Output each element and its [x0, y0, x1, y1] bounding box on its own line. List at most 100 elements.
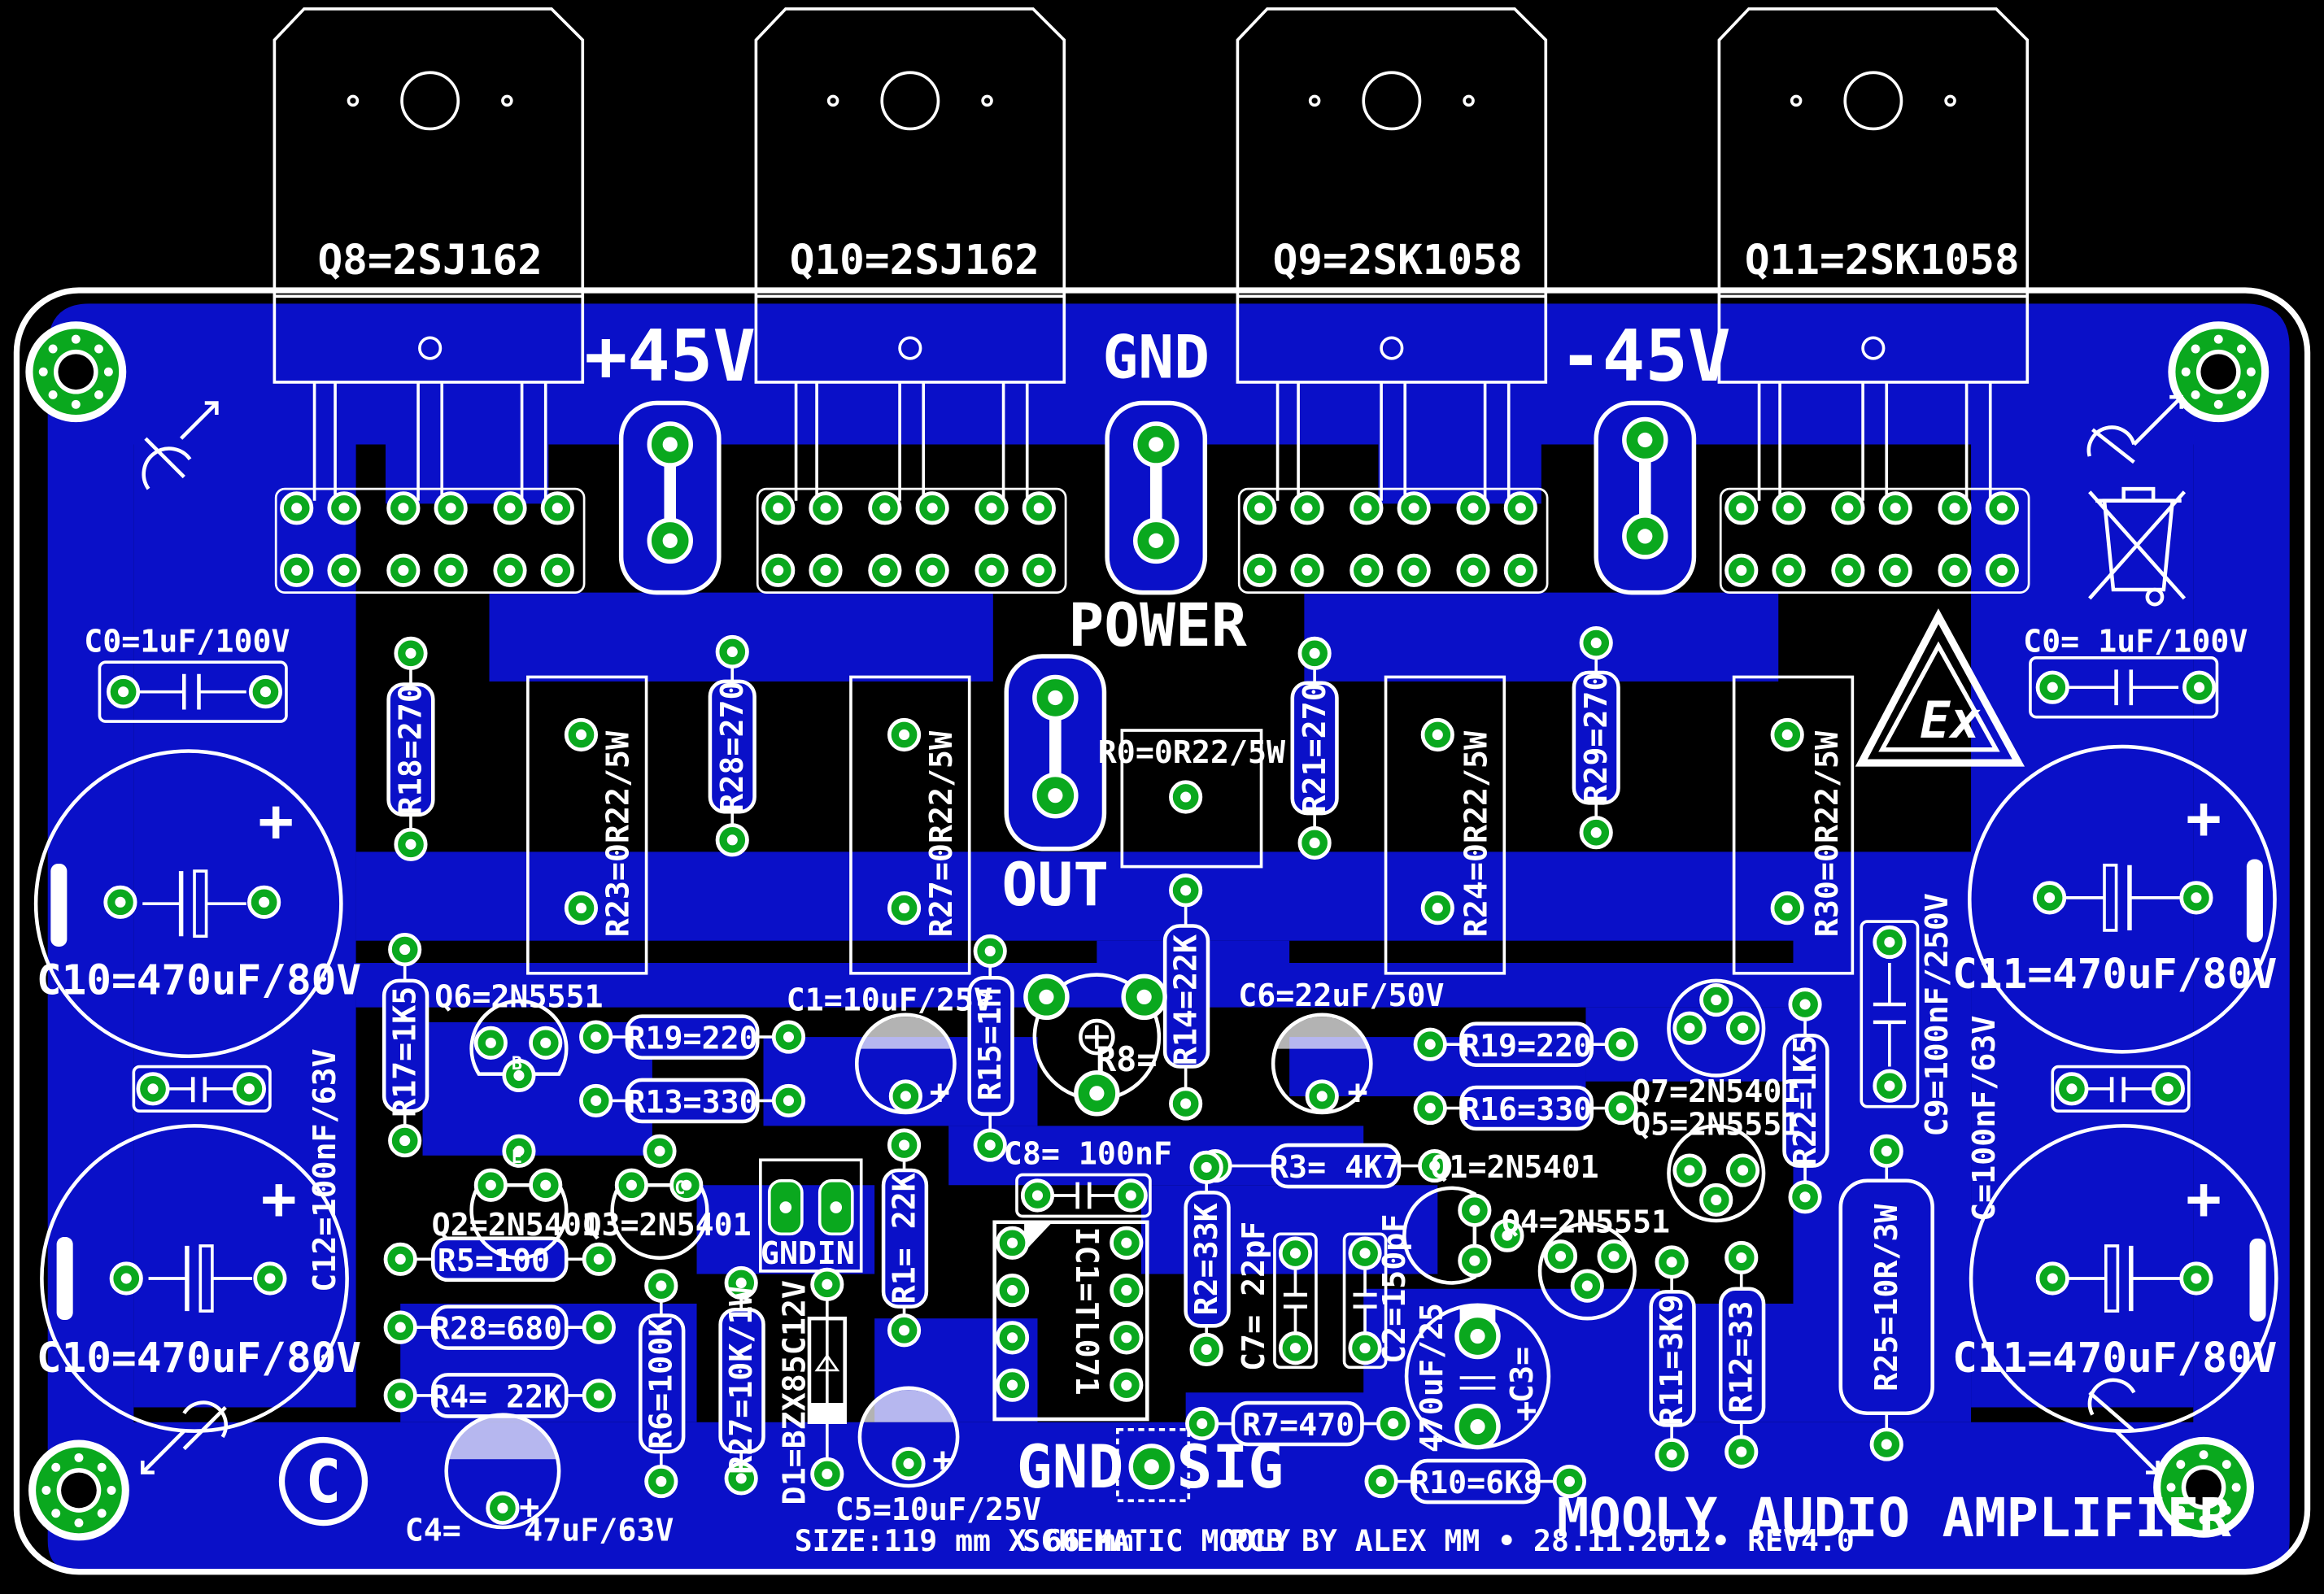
resistor-r16: R16=330: [1415, 1085, 1636, 1131]
label-q1: Q1=2N5401: [1430, 1149, 1598, 1186]
capacitor-c11-bottom: + C11=470uF/80V: [1952, 1124, 2278, 1433]
label-c6: C6=22uF/50V: [1238, 978, 1444, 1014]
resistor-r4: R4= 22K: [386, 1373, 614, 1418]
transistor-q4: Q4=2N5551: [1502, 1204, 1670, 1321]
label-q3: Q3=2N5401: [582, 1207, 751, 1243]
label-r17: R17=1K5: [386, 986, 423, 1117]
label-c9: C9=100nF/250V: [1919, 893, 1956, 1136]
mounting-hole-bottom-left: [28, 1439, 129, 1541]
resistor-r12: R12=33: [1718, 1243, 1766, 1466]
label-c1: C1=10uF/25V: [787, 982, 992, 1018]
resistor-r27-10k: R27=10K/1W: [718, 1268, 765, 1493]
label-gnd: GND: [1102, 323, 1210, 392]
resistor-r19-left: R19=220: [581, 1014, 803, 1060]
mounting-hole-top-left: [25, 321, 127, 423]
pin-b-q6: B: [512, 1054, 522, 1074]
label-neg-supply: -45V: [1559, 315, 1731, 398]
resistor-r14: R14=22K: [1162, 876, 1210, 1119]
label-c4-value: 47uF/63V: [524, 1512, 674, 1548]
screw-icon-top-left: [142, 401, 219, 490]
copper-outer-ring: [47, 303, 2290, 1570]
transistor-q6: Q6=2N5551: [434, 979, 604, 1091]
label-r28-270: R28=270: [714, 681, 751, 812]
resistor-r25: R25=10R/3W: [1838, 1136, 1934, 1459]
transistor-q7: Q7=2N5401: [1632, 978, 1800, 1110]
label-r19-right: R19=220: [1461, 1028, 1592, 1065]
label-r0: R0=0R22/5W: [1098, 734, 1286, 771]
terminal-pos-supply: [618, 400, 722, 595]
resistor-r19-right: R19=220: [1415, 1021, 1636, 1067]
board-title: MOOLY AUDIO AMPLIFIER: [1557, 1487, 2231, 1549]
label-c0-left: C0=1uF/100V: [84, 623, 290, 660]
label-in-gnd: GND: [761, 1235, 817, 1272]
transistor-q3: Q3=2N5401: [582, 1136, 752, 1261]
pads-q8: [274, 487, 586, 594]
resistor-r28-270: R28=270: [708, 637, 756, 855]
power-transistor-q11: [1717, 7, 2030, 501]
capacitor-c0-left: C0=1uF/100V: [84, 623, 290, 723]
label-r19-left: R19=220: [626, 1021, 757, 1057]
label-r21: R21=270: [1297, 682, 1333, 813]
capacitor-c8: C8= 100nF: [1004, 1136, 1172, 1218]
pads-q11: [1719, 487, 2030, 594]
label-c2: C2=150pF: [1376, 1214, 1413, 1364]
label-r25: R25=10R/3W: [1868, 1204, 1905, 1391]
resistor-r18: R18=270: [386, 638, 435, 859]
screw-icon-bottom-left: [140, 1400, 228, 1474]
pin-c-q3: C: [674, 1178, 685, 1199]
resistor-r15: R15=1M: [967, 936, 1014, 1160]
pads-q10: [756, 487, 1067, 594]
resistor-r11: R11=3K9: [1649, 1248, 1696, 1470]
info-schematic: SCHEMATIC MOOLY: [1022, 1523, 1290, 1558]
gnd-sig-terminal: GND SIG: [1017, 1427, 1284, 1503]
label-c12: C12=100nF/63V: [307, 1048, 343, 1291]
resistor-r5: R5=100: [386, 1236, 614, 1283]
ex-warning-logo: Ex: [1855, 608, 2025, 767]
power-transistor-q8: [273, 7, 585, 501]
board-outline: [13, 287, 2311, 1575]
plus-sign: +: [930, 1072, 950, 1112]
label-c10-top: C10=470uF/80V: [37, 956, 361, 1004]
svg-text:C: C: [306, 1448, 342, 1517]
label-r22: R22=1K5: [1787, 1035, 1824, 1166]
label-q6: Q6=2N5551: [434, 979, 603, 1016]
plus-sign: +: [2186, 784, 2222, 853]
capacitor-c2: C2=150pF: [1342, 1214, 1413, 1370]
label-r11: R11=3K9: [1654, 1295, 1690, 1426]
label-r2: R2=33K: [1188, 1203, 1225, 1315]
label-r3: R3= 4K7: [1270, 1149, 1401, 1186]
resistor-r7: R7=470: [1187, 1400, 1407, 1447]
svg-text:Ex: Ex: [1920, 691, 1981, 750]
label-r18: R18=270: [393, 684, 429, 815]
label-q10: Q10=2SJ162: [790, 237, 1040, 285]
label-sig: SIG: [1176, 1433, 1284, 1502]
label-c10-bottom: C10=470uF/80V: [37, 1335, 361, 1383]
zener-d1: D1=BZX85C12V: [777, 1270, 847, 1505]
trimmer-r8: R8=: [1026, 973, 1165, 1114]
transistor-q5: Q5=2N5551: [1632, 1106, 1800, 1223]
copper-left-rail: [133, 444, 356, 1408]
resistor-r3: R3= 4K7: [1201, 1143, 1450, 1189]
label-r1: R1= 22K: [886, 1173, 922, 1304]
label-gnd-sig: GND: [1017, 1433, 1124, 1502]
resistor-r17: R17=1K5: [382, 934, 429, 1155]
label-r15: R15=1M: [972, 988, 1009, 1100]
weee-bin-icon: [2088, 486, 2187, 607]
power-transistor-q9: [1236, 7, 1548, 501]
input-connector: GND IN: [759, 1158, 863, 1273]
label-q8: Q8=2SJ162: [317, 237, 542, 285]
label-r12: R12=33: [1723, 1300, 1759, 1413]
label-c4-name: C4=: [405, 1512, 461, 1548]
capacitor-c10-bottom: + C10=470uF/80V: [37, 1124, 361, 1433]
label-r6: R6=100K: [643, 1318, 680, 1449]
capacitor-c7: C7= 22pF: [1236, 1222, 1318, 1371]
label-c11-top: C11=470uF/80V: [1952, 951, 2277, 999]
label-r24: R24=0R22/5W: [1458, 730, 1494, 937]
resistor-r1: R1= 22K: [881, 1130, 929, 1345]
resistor-r13: R13=330: [581, 1078, 803, 1124]
label-q2: Q2=2N5401: [432, 1207, 600, 1243]
pin-e-q2: E: [512, 1148, 522, 1168]
label-c5: C5=10uF/25V: [835, 1492, 1041, 1528]
label-c8: C8= 100nF: [1004, 1136, 1172, 1173]
